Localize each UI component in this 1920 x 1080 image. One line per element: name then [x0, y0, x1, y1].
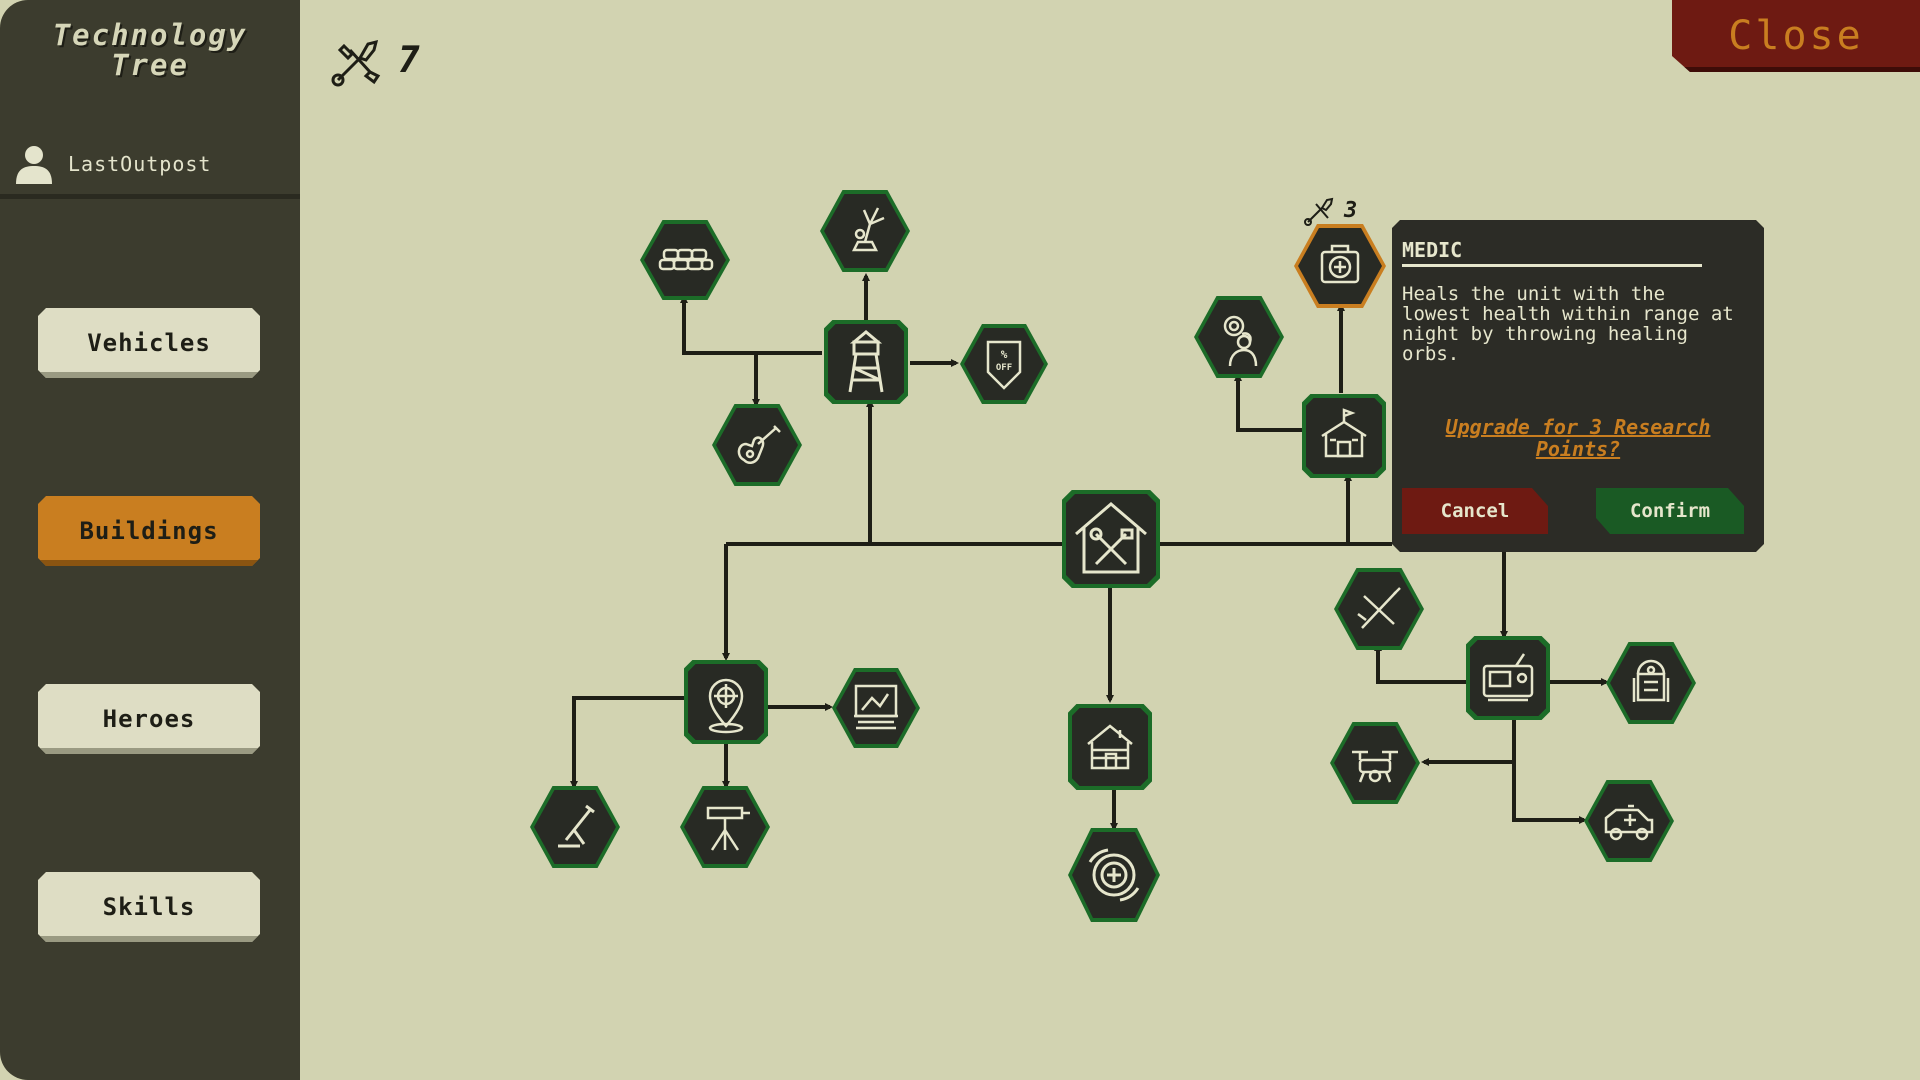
upgrade-popup: MEDIC Heals the unit with the lowest hea… — [1392, 220, 1764, 552]
drone-icon — [1352, 750, 1398, 783]
app-title: Technology Tree — [52, 18, 248, 82]
tree-node-drone[interactable] — [1330, 722, 1420, 804]
svg-text:OFF: OFF — [996, 363, 1012, 373]
radio-station-icon — [1482, 653, 1534, 702]
billboard-icon — [854, 684, 898, 730]
target-marker-icon — [708, 678, 744, 734]
tree-node-watchtower[interactable] — [824, 320, 908, 404]
tree-node-sandbags[interactable] — [640, 220, 730, 300]
popup-title: MEDIC — [1402, 238, 1463, 262]
guitar-icon — [737, 425, 781, 464]
tree-node-cabin[interactable] — [1068, 704, 1152, 790]
research-points-value: 7 — [398, 40, 420, 81]
tree-node-guitar[interactable] — [712, 404, 802, 486]
tree-node-turret[interactable] — [680, 786, 770, 868]
upgrade-cost-value: 3 — [1344, 198, 1358, 223]
watchtower-icon — [848, 330, 884, 393]
nav-heroes-button[interactable]: Heroes — [38, 684, 260, 754]
user-row: LastOutpost — [0, 138, 300, 199]
ambulance-icon — [1604, 804, 1654, 841]
tree-node-hq[interactable] — [1302, 394, 1386, 478]
nav-skills-button[interactable]: Skills — [38, 872, 260, 942]
tree-node-flare[interactable] — [820, 190, 910, 272]
tree-node-target-marker[interactable] — [684, 660, 768, 744]
tree-node-heal-aura[interactable] — [1068, 828, 1160, 922]
tree-node-engineer[interactable] — [1194, 296, 1284, 378]
plane-icon — [1357, 587, 1401, 629]
robot-icon — [1632, 659, 1670, 702]
sidebar: Technology Tree LastOutpost Vehicles Bui… — [0, 0, 300, 1080]
flare-icon — [851, 207, 885, 252]
cancel-button[interactable]: Cancel — [1402, 488, 1548, 534]
tree-node-robot[interactable] — [1606, 642, 1696, 724]
nav-buildings-button[interactable]: Buildings — [38, 496, 260, 566]
tree-node-discount[interactable]: % OFF — [960, 324, 1048, 404]
tree-node-ambulance[interactable] — [1584, 780, 1674, 862]
user-icon — [16, 146, 52, 184]
sandbag-wall-icon — [658, 248, 714, 271]
tree-node-medic[interactable] — [1294, 224, 1386, 308]
hq-building-icon — [1321, 408, 1367, 458]
tree-node-workshop[interactable] — [1062, 490, 1160, 588]
svg-text:%: % — [1001, 348, 1008, 361]
discount-tag-icon: % OFF — [986, 340, 1022, 390]
tree-node-mortar[interactable] — [530, 786, 620, 868]
nav-vehicles-button[interactable]: Vehicles — [38, 308, 260, 378]
research-wrench-icon — [331, 39, 381, 87]
tree-node-plane[interactable] — [1334, 568, 1424, 650]
upgrade-prompt[interactable]: Upgrade for 3 Research Points? — [1445, 415, 1711, 461]
confirm-button[interactable]: Confirm — [1596, 488, 1744, 534]
tree-node-radio[interactable] — [1466, 636, 1550, 720]
cabin-icon — [1087, 724, 1133, 770]
workshop-tools-icon — [1075, 502, 1147, 574]
popup-description: Heals the unit with the lowest health wi… — [1402, 283, 1734, 365]
mortar-icon — [558, 804, 595, 848]
heal-aura-icon — [1088, 848, 1140, 902]
tripod-turret-icon — [706, 806, 750, 851]
tree-node-billboard[interactable] — [832, 668, 920, 748]
close-button[interactable]: Close — [1672, 0, 1920, 72]
engineer-icon — [1223, 315, 1258, 367]
cost-wrench-icon — [1304, 197, 1334, 226]
popup-divider — [1402, 264, 1702, 267]
username: LastOutpost — [68, 152, 212, 176]
medkit-icon — [1320, 244, 1360, 284]
